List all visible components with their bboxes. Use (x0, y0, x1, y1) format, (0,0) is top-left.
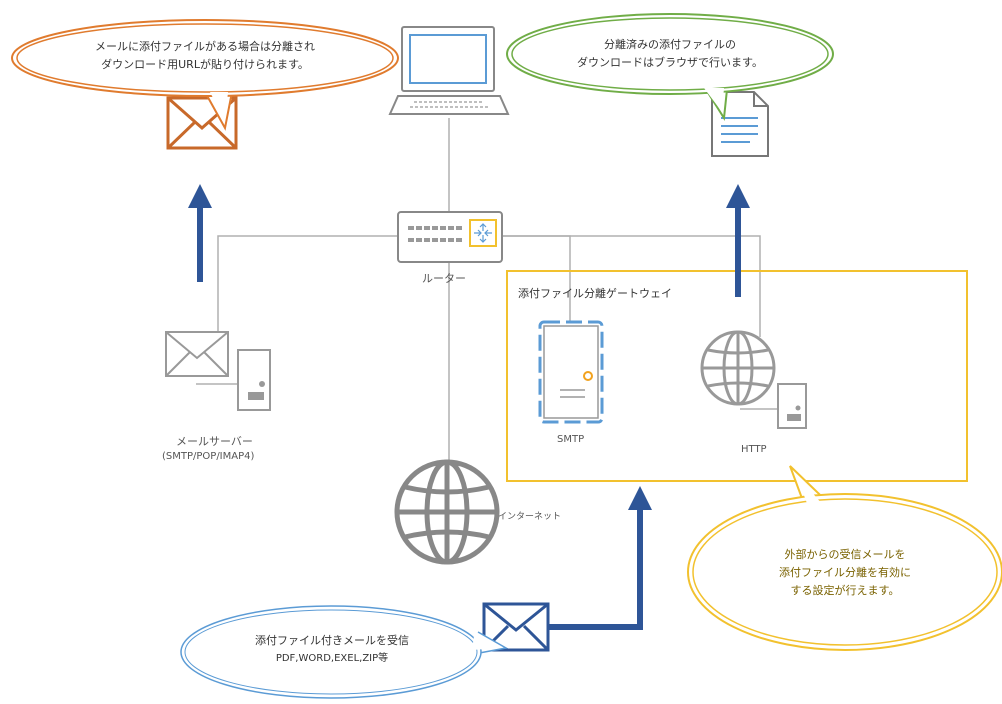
bubble-top-left-line1: メールに添付ファイルがある場合は分離され (95, 40, 315, 53)
smtp-label: SMTP (557, 434, 585, 445)
bubble-bottom-left-line2: PDF,WORD,EXEL,ZIP等 (275, 653, 389, 664)
computer-icon (388, 26, 510, 115)
bubble-top-right-line1: 分離済みの添付ファイルの (604, 38, 736, 51)
mail-server-label: メールサーバー (176, 435, 253, 448)
mail-server-protocols-label: (SMTP/POP/IMAP4) (162, 451, 255, 462)
arrow-inbound-mail (548, 486, 652, 630)
bubble-bottom-right (687, 465, 1002, 651)
http-globe-icon (700, 330, 776, 406)
internet-globe-icon (394, 459, 500, 565)
connection-lines (196, 118, 778, 462)
bubble-bottom-right-line2: 添付ファイル分離を有効に (779, 566, 911, 579)
gateway-label: 添付ファイル分離ゲートウェイ (518, 287, 672, 300)
bubble-bottom-left-line1: 添付ファイル付きメールを受信 (255, 634, 409, 647)
bubble-bottom-right-line3: する設定が行えます。 (790, 584, 900, 597)
bubble-top-right-text: 分離済みの添付ファイルの ダウンロードはブラウザで行います。 (525, 36, 815, 72)
smtp-server-icon (538, 320, 604, 424)
bubble-bottom-right-line1: 外部からの受信メールを (784, 548, 906, 561)
bubble-top-right (506, 13, 834, 121)
router-label: ルーター (422, 272, 466, 285)
bubble-bottom-left (180, 605, 509, 699)
bubble-top-left (11, 19, 399, 131)
bubble-bottom-left-text: 添付ファイル付きメールを受信 PDF,WORD,EXEL,ZIP等 (222, 632, 442, 668)
http-label: HTTP (741, 444, 767, 455)
bubble-bottom-right-text: 外部からの受信メールを 添付ファイル分離を有効に する設定が行えます。 (728, 546, 962, 600)
bubble-top-left-text: メールに添付ファイルがある場合は分離され ダウンロード用URLが貼り付けられます… (45, 38, 365, 74)
mail-server-envelope-icon (165, 331, 229, 377)
bubble-top-right-line2: ダウンロードはブラウザで行います。 (577, 56, 763, 69)
router-icon (397, 211, 503, 263)
mail-server-icon (237, 349, 271, 411)
http-server-icon (777, 383, 807, 429)
internet-label: インターネット (498, 512, 562, 522)
bubble-top-left-line2: ダウンロード用URLが貼り付けられます。 (101, 58, 309, 71)
